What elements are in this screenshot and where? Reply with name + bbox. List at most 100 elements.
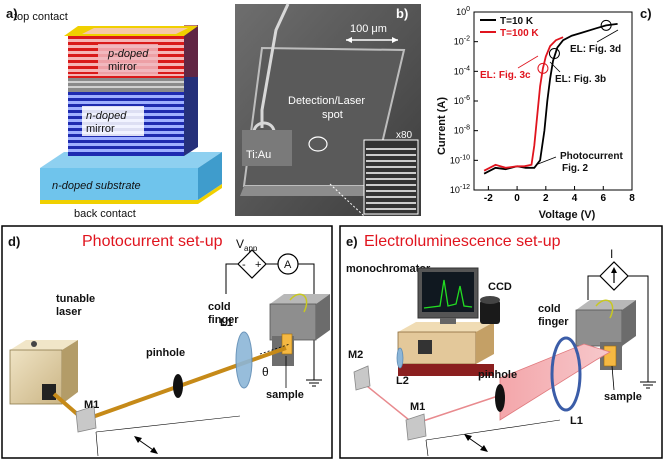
n-mirror-label-2: mirror <box>86 123 115 135</box>
cold-finger-top-d <box>270 294 330 304</box>
voltage-minus: - <box>242 259 246 271</box>
laser-label-1: tunable <box>56 293 95 305</box>
monochromator <box>397 331 477 365</box>
y-tick-label: 10-10 <box>450 154 470 165</box>
pinhole-label-e: pinhole <box>478 369 517 381</box>
cold-finger-e <box>575 309 623 347</box>
series-line-1 <box>483 36 564 172</box>
panel-d: d) Photocurrent set-up - + Vapp A cold f… <box>1 225 333 459</box>
zoom-label: x80 <box>396 130 413 141</box>
x-tick-label: -2 <box>484 193 493 204</box>
pillar-side-top <box>184 25 198 77</box>
y-tick-label: 10-2 <box>454 36 470 47</box>
ccd <box>480 300 500 324</box>
metal-label: Ti:Au <box>246 149 271 161</box>
x-tick-label: 6 <box>600 193 606 204</box>
zoom-inset <box>363 139 419 215</box>
annotation-el-3d: EL: Fig. 3d <box>570 44 621 55</box>
panel-a-letter: a) <box>6 6 18 21</box>
zoom-stripes <box>366 148 416 210</box>
x-tick-label: 8 <box>629 193 635 204</box>
lens-l2 <box>396 347 404 369</box>
lens-l2-label: L2 <box>396 375 409 387</box>
sample-d <box>281 333 293 355</box>
y-tick-label: 100 <box>456 6 470 17</box>
y-tick-label: 10-4 <box>454 65 470 76</box>
panel-d-letter: d) <box>8 234 20 249</box>
p-mirror-label-1: p-doped <box>107 48 149 60</box>
mirror-m1-d <box>75 405 97 433</box>
annotation-el-3b: EL: Fig. 3b <box>555 74 606 85</box>
cold-finger-d <box>269 303 317 341</box>
x-tick-label: 0 <box>514 193 520 204</box>
panel-e-letter: e) <box>346 234 358 249</box>
panel-c: c) Current (A) Voltage (V) 100 10-2 10-4 10… <box>436 6 652 221</box>
sample-label-e: sample <box>604 391 642 403</box>
substrate-front <box>40 168 198 200</box>
panel-d-title: Photocurrent set-up <box>82 233 223 250</box>
annotation-el-3c: EL: Fig. 3c <box>480 70 531 81</box>
lens-label-d: L1 <box>220 317 233 329</box>
x-ticks: -2 0 2 4 6 8 <box>484 186 635 204</box>
panel-e-title: Electroluminescence set-up <box>364 233 561 250</box>
panel-b: b) 100 μm Detection/Laser spot Ti:Au x80 <box>235 3 421 217</box>
x-tick-label: 2 <box>543 193 549 204</box>
cold-finger-label-d-2: finger <box>208 314 239 326</box>
y-tick-label: 10-6 <box>454 95 470 106</box>
series-lines <box>483 19 618 175</box>
annotation-photocurrent-1: Photocurrent <box>560 151 623 162</box>
spectrum-trace <box>423 279 473 309</box>
back-contact <box>40 184 222 204</box>
cavity <box>68 78 184 92</box>
ccd-label: CCD <box>488 281 512 293</box>
measurement-marker <box>537 62 549 74</box>
voltage-plus: + <box>255 259 261 271</box>
scale-label: 100 μm <box>350 23 387 35</box>
detection-label-2: spot <box>322 109 343 121</box>
lens-l1-e <box>550 336 582 412</box>
panel-b-letter: b) <box>396 6 408 21</box>
back-contact-label: back contact <box>74 208 136 220</box>
measurement-marker <box>548 48 560 60</box>
y-tick-label: 10-8 <box>454 125 470 136</box>
n-mirror-label-1: n-doped <box>86 110 127 122</box>
vapp-label: Vapp <box>236 237 258 253</box>
monochromator-label: monochromator <box>346 263 431 275</box>
el-beam-cone <box>499 343 612 421</box>
pinhole-label-d: pinhole <box>146 347 185 359</box>
laser-label-2: laser <box>56 306 82 318</box>
lens-l1-label-e: L1 <box>570 415 583 427</box>
sample-e <box>603 345 617 367</box>
sem-pad <box>242 130 292 166</box>
substrate-label: n-doped substrate <box>52 180 141 192</box>
detection-label-1: Detection/Laser <box>288 95 365 107</box>
mirror-m1-e <box>405 413 427 441</box>
theta-label: θ <box>262 365 269 379</box>
measurement-marker <box>600 19 612 31</box>
mirror-m1-label-d: M1 <box>84 399 99 411</box>
legend-100k: T=100 K <box>500 28 539 39</box>
current-label: I <box>610 247 613 261</box>
annotation-photocurrent-2: Fig. 2 <box>562 163 589 174</box>
ammeter-label: A <box>284 259 292 271</box>
pinhole-e <box>495 384 505 412</box>
laser-top <box>10 340 78 350</box>
y-axis-label: Current (A) <box>436 97 448 155</box>
mirror-m1-label-e: M1 <box>410 401 425 413</box>
panel-e: e) Electroluminescence set-up I cold fin… <box>339 225 663 459</box>
x-tick-label: 4 <box>572 193 578 204</box>
sem-bond-wire <box>260 3 290 128</box>
mirror-m2-label: M2 <box>348 349 363 361</box>
x-axis-label: Voltage (V) <box>539 209 596 221</box>
cold-finger-label-e-2: finger <box>538 316 569 328</box>
mirror-m2 <box>353 365 371 391</box>
p-mirror-label-2: mirror <box>108 61 137 73</box>
cold-finger-label-d-1: cold <box>208 301 231 313</box>
lens-l1-d <box>235 331 253 389</box>
panel-c-letter: c) <box>640 6 652 21</box>
panel-a: a) top contact n-doped substrate back co… <box>6 6 222 220</box>
legend-10k: T=10 K <box>500 16 534 27</box>
sample-label-d: sample <box>266 389 304 401</box>
